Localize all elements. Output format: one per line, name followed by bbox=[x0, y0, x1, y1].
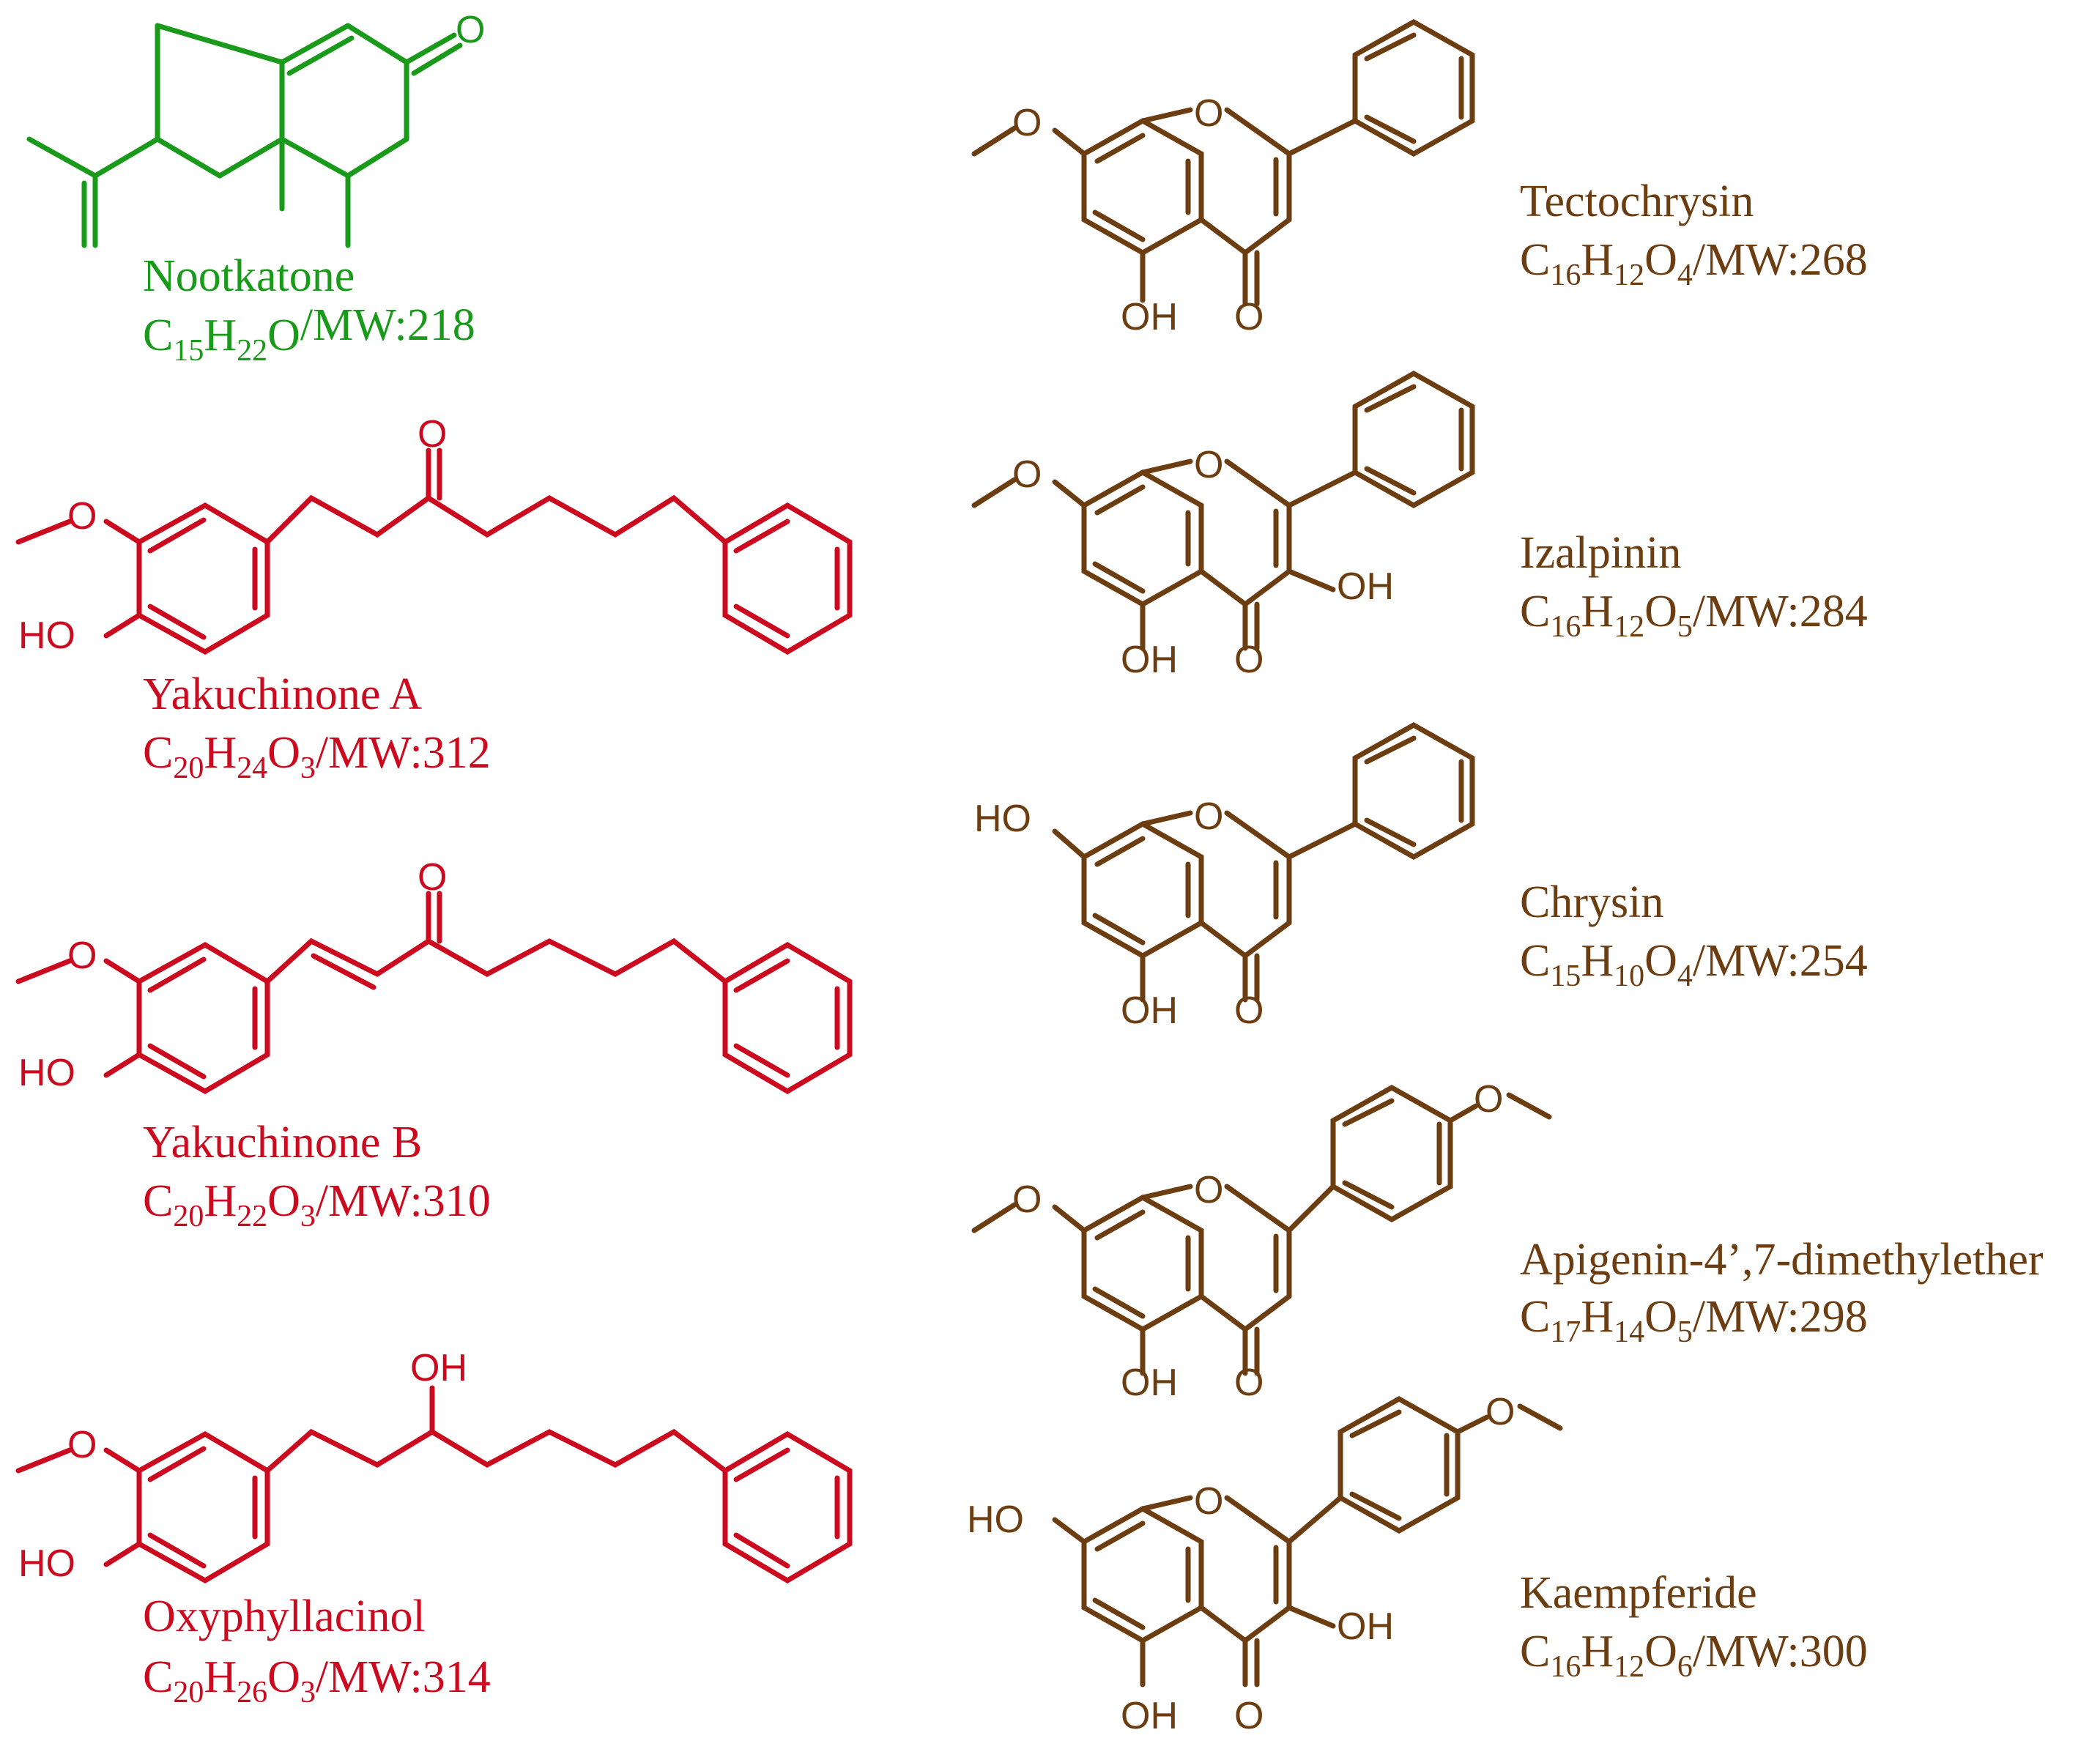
apigenin-dme-atom-labels: O O OH O O bbox=[1012, 1078, 1503, 1404]
yakuchinone-b-atom-labels: O HO O bbox=[18, 856, 447, 1094]
chrysin-formula: C15H10O4/MW:254 bbox=[1520, 936, 1868, 993]
nootkatone-structure bbox=[26, 23, 463, 248]
kaempferide-structure bbox=[1052, 1395, 1563, 1687]
apigenin-dme-4p-methoxy-oxygen: O bbox=[1474, 1078, 1503, 1121]
nootkatone-caption: Nootkatone C15H22O/MW:218 bbox=[143, 251, 475, 368]
tectochrysin-caption: Tectochrysin C16H12O4/MW:268 bbox=[1520, 177, 1868, 292]
nootkatone-atom-labels: O bbox=[456, 9, 485, 51]
izalpinin-caption: Izalpinin C16H12O5/MW:284 bbox=[1520, 528, 1868, 644]
kaempferide-caption: Kaempferide C16H12O6/MW:300 bbox=[1520, 1568, 1868, 1684]
chrysin-caption: Chrysin C15H10O4/MW:254 bbox=[1520, 877, 1868, 993]
izalpinin-5-hydroxy: OH bbox=[1121, 639, 1178, 681]
izalpinin-methoxy-oxygen: O bbox=[1012, 453, 1042, 496]
nootkatone-formula: C15H22O/MW:218 bbox=[143, 300, 475, 368]
apigenin-dme-ring-oxygen: O bbox=[1194, 1169, 1223, 1211]
chrysin-carbonyl-oxygen: O bbox=[1234, 989, 1264, 1032]
izalpinin-structure bbox=[971, 370, 1475, 651]
yakuchinone-a-methoxy-oxygen: O bbox=[67, 495, 97, 538]
izalpinin-atom-labels: O O OH O OH bbox=[1012, 444, 1394, 681]
nootkatone-name: Nootkatone bbox=[143, 251, 355, 301]
oxyphyllacinol-chain-hydroxy: OH bbox=[410, 1347, 467, 1389]
yakuchinone-b-name: Yakuchinone B bbox=[143, 1118, 422, 1167]
chrysin-atom-labels: O HO OH O bbox=[974, 795, 1264, 1032]
apigenin-dme-formula: C17H14O5/MW:298 bbox=[1520, 1292, 1868, 1349]
apigenin-dme-carbonyl-oxygen: O bbox=[1234, 1362, 1264, 1404]
yakuchinone-b-ketone-oxygen: O bbox=[418, 856, 447, 899]
yakuchinone-a-hydroxy: HO bbox=[18, 614, 75, 657]
tectochrysin-atom-labels: O O OH O bbox=[1012, 92, 1264, 338]
tectochrysin-carbonyl-oxygen: O bbox=[1234, 296, 1264, 338]
oxyphyllacinol-methoxy-oxygen: O bbox=[67, 1424, 97, 1466]
tectochrysin-methoxy-oxygen: O bbox=[1012, 102, 1042, 144]
yakuchinone-b-caption: Yakuchinone B C20H22O3/MW:310 bbox=[143, 1118, 491, 1233]
tectochrysin-structure bbox=[971, 18, 1475, 307]
yakuchinone-a-formula: C20H24O3/MW:312 bbox=[143, 728, 491, 785]
kaempferide-3-hydroxy: OH bbox=[1337, 1605, 1394, 1648]
apigenin-dme-caption: Apigenin-4’,7-dimethylether C17H14O5/MW:… bbox=[1520, 1235, 2044, 1349]
oxyphyllacinol-atom-labels: O HO OH bbox=[18, 1347, 467, 1585]
izalpinin-name: Izalpinin bbox=[1520, 528, 1681, 578]
oxyphyllacinol-structure bbox=[15, 1385, 853, 1584]
apigenin-dme-5-hydroxy: OH bbox=[1121, 1362, 1178, 1404]
kaempferide-formula: C16H12O6/MW:300 bbox=[1520, 1627, 1868, 1684]
yakuchinone-a-caption: Yakuchinone A C20H24O3/MW:312 bbox=[143, 669, 491, 785]
oxyphyllacinol-caption: Oxyphyllacinol C20H26O3/MW:314 bbox=[143, 1592, 491, 1709]
kaempferide-5-hydroxy: OH bbox=[1121, 1695, 1178, 1737]
tectochrysin-formula: C16H12O4/MW:268 bbox=[1520, 235, 1868, 292]
chrysin-structure bbox=[1052, 721, 1475, 1003]
izalpinin-3-hydroxy: OH bbox=[1337, 565, 1394, 608]
izalpinin-carbonyl-oxygen: O bbox=[1234, 639, 1264, 681]
oxyphyllacinol-formula: C20H26O3/MW:314 bbox=[143, 1652, 491, 1709]
apigenin-dme-name: Apigenin-4’,7-dimethylether bbox=[1520, 1235, 2044, 1285]
chrysin-7-hydroxy: HO bbox=[974, 798, 1031, 840]
kaempferide-7-hydroxy: HO bbox=[967, 1499, 1024, 1541]
apigenin-dme-structure bbox=[971, 1084, 1552, 1376]
tectochrysin-name: Tectochrysin bbox=[1520, 177, 1754, 226]
yakuchinone-b-formula: C20H22O3/MW:310 bbox=[143, 1176, 491, 1233]
yakuchinone-b-structure bbox=[15, 891, 853, 1095]
oxyphyllacinol-hydroxy: HO bbox=[18, 1542, 75, 1585]
yakuchinone-a-name: Yakuchinone A bbox=[143, 669, 422, 719]
kaempferide-atom-labels: O HO OH O OH O bbox=[967, 1391, 1515, 1737]
tectochrysin-5-hydroxy: OH bbox=[1121, 296, 1178, 338]
apigenin-dme-7-methoxy-oxygen: O bbox=[1012, 1178, 1042, 1221]
izalpinin-ring-oxygen: O bbox=[1194, 444, 1223, 486]
chrysin-5-hydroxy: OH bbox=[1121, 989, 1178, 1032]
kaempferide-4p-methoxy-oxygen: O bbox=[1485, 1391, 1515, 1433]
kaempferide-carbonyl-oxygen: O bbox=[1234, 1695, 1264, 1737]
kaempferide-ring-oxygen: O bbox=[1194, 1480, 1223, 1523]
yakuchinone-a-atom-labels: O HO O bbox=[18, 413, 447, 657]
tectochrysin-ring-oxygen: O bbox=[1194, 92, 1223, 135]
yakuchinone-b-methoxy-oxygen: O bbox=[67, 935, 97, 977]
nootkatone-ketone-oxygen: O bbox=[456, 9, 485, 51]
chrysin-name: Chrysin bbox=[1520, 877, 1663, 927]
kaempferide-name: Kaempferide bbox=[1520, 1568, 1757, 1618]
yakuchinone-a-ketone-oxygen: O bbox=[418, 413, 447, 456]
yakuchinone-b-hydroxy: HO bbox=[18, 1052, 75, 1094]
yakuchinone-a-structure bbox=[15, 448, 853, 656]
izalpinin-formula: C16H12O5/MW:284 bbox=[1520, 587, 1868, 644]
chrysin-ring-oxygen: O bbox=[1194, 795, 1223, 838]
oxyphyllacinol-name: Oxyphyllacinol bbox=[143, 1592, 426, 1641]
